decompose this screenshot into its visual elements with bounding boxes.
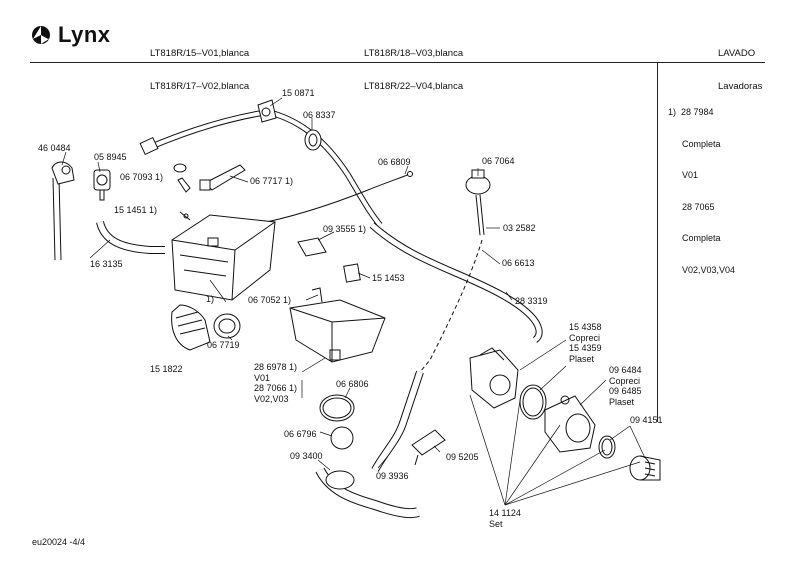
label-line: Plaset xyxy=(569,353,595,364)
gasket-ring xyxy=(519,384,547,420)
label-line: 28 6978 1) xyxy=(254,362,298,372)
label-066809: 06 6809 xyxy=(378,157,411,167)
label-095205: 09 5205 xyxy=(446,452,479,462)
ring-066806 xyxy=(319,394,355,422)
pump-motor-154358 xyxy=(469,347,519,409)
bracket-067717 xyxy=(199,164,246,191)
tube-032582 xyxy=(475,194,485,236)
label-line: 09 6485 xyxy=(609,386,642,396)
models-col2: LT818R/18–V03,blanca LT818R/22–V04,blanc… xyxy=(364,26,463,103)
label-141124: 14 1124 Set xyxy=(489,508,521,529)
footnote-line: Completa xyxy=(682,138,721,149)
label-066796: 06 6796 xyxy=(284,429,317,439)
label-066613: 06 6613 xyxy=(502,258,535,268)
label-line: 14 1124 xyxy=(489,508,521,518)
label-068337: 06 8337 xyxy=(303,110,336,120)
ring-094151 xyxy=(598,435,616,459)
label-151453: 15 1453 xyxy=(372,273,405,283)
label-067093: 06 7093 1) xyxy=(120,172,164,182)
label-094151: 09 4151 xyxy=(630,415,663,425)
drawer-067052 xyxy=(289,287,386,363)
hose-150871 xyxy=(139,108,383,227)
label-154358: 15 4358 Copreci 15 4359 Plaset xyxy=(569,322,602,364)
label-151822: 15 1822 xyxy=(150,364,183,374)
pump-body-096484 xyxy=(544,395,596,453)
label-096484: 09 6484 Copreci 09 6485 Plaset xyxy=(609,365,642,407)
footer-code: eu20024 -4/4 xyxy=(32,537,86,547)
filter-cap xyxy=(629,455,661,481)
label-286978: 28 6978 1) V01 28 7066 1) V02,V03 xyxy=(254,362,297,404)
ball-066796 xyxy=(330,426,354,450)
label-line: Copreci xyxy=(609,375,641,386)
connector-067093 xyxy=(173,163,191,193)
model-line: LT818R/17–V02,blanca xyxy=(150,81,250,92)
tube-283319 xyxy=(369,222,543,343)
label-line: 15 4359 xyxy=(569,343,602,353)
label-032582: 03 2582 xyxy=(503,223,536,233)
clamp-068337 xyxy=(304,129,322,151)
category-line: Lavadoras xyxy=(718,81,763,92)
header-rule xyxy=(30,62,765,63)
label-line: V01 xyxy=(254,372,271,383)
footnote-line: V02,V03,V04 xyxy=(682,264,736,275)
label-line: Plaset xyxy=(609,396,635,407)
label-151451: 15 1451 1) xyxy=(114,205,158,215)
label-067717: 06 7717 1) xyxy=(250,176,294,186)
brand-name: Lynx xyxy=(58,22,111,47)
label-093936: 09 3936 xyxy=(376,471,409,481)
label-line: 15 4358 xyxy=(569,322,602,332)
footnote-line: V01 xyxy=(682,170,699,180)
bellows-151822 xyxy=(171,304,211,351)
lynx-logo-icon xyxy=(32,26,50,44)
category-label: LAVADO Lavadoras xyxy=(718,26,762,103)
label-067064: 06 7064 xyxy=(482,156,515,166)
hose-163135 xyxy=(96,220,165,254)
footnote-block: 1) 28 7984 Completa V01 28 7065 Completa… xyxy=(668,86,735,286)
leader-lines xyxy=(61,97,646,506)
label-093400: 09 3400 xyxy=(290,451,323,461)
sump-hose-093400 xyxy=(315,467,420,519)
label-283319: 28 3319 xyxy=(515,296,548,306)
cap-093555 xyxy=(297,237,327,257)
category-line: LAVADO xyxy=(718,48,756,59)
note-divider xyxy=(657,62,658,422)
screw-151451 xyxy=(179,211,191,221)
label-460484: 46 0484 xyxy=(38,143,71,153)
model-line: LT818R/22–V04,blanca xyxy=(364,81,464,92)
label-066806: 06 6806 xyxy=(336,379,369,389)
label-line: 28 7066 1) xyxy=(254,383,298,393)
ring-067719 xyxy=(213,313,241,339)
clip-150871 xyxy=(257,99,277,123)
dispenser-housing xyxy=(171,214,276,301)
label-line: Set xyxy=(489,518,503,529)
label-163135: 16 3135 xyxy=(90,259,123,269)
footnote-line: Completa xyxy=(682,233,721,243)
model-line: LT818R/18–V03,blanca xyxy=(364,48,464,59)
footnote-line: 28 7065 xyxy=(682,201,715,212)
label-093555: 09 3555 1) xyxy=(323,224,367,234)
valve-058945 xyxy=(93,169,111,201)
label-067052: 06 7052 1) xyxy=(248,295,292,305)
label-line: Copreci xyxy=(569,332,601,343)
part-095205 xyxy=(411,429,446,466)
label-footnote-1: 1) xyxy=(206,294,215,304)
footnote-line: 1) 28 7984 xyxy=(668,107,714,117)
label-150871: 15 0871 xyxy=(282,88,315,98)
tube-066613 xyxy=(419,239,483,373)
label-067719: 06 7719 xyxy=(207,340,240,350)
label-line: 09 6484 xyxy=(609,365,642,375)
label-line: V02,V03 xyxy=(254,393,289,404)
label-058945: 05 8945 xyxy=(94,152,127,162)
model-line: LT818R/15–V01,blanca xyxy=(150,48,250,59)
brand-logo: Lynx xyxy=(30,22,111,48)
models-col1: LT818R/15–V01,blanca LT818R/17–V02,blanc… xyxy=(150,26,249,103)
part-151453 xyxy=(343,263,361,283)
inlet-hose-460484 xyxy=(51,161,75,261)
hose-093936 xyxy=(371,370,424,472)
